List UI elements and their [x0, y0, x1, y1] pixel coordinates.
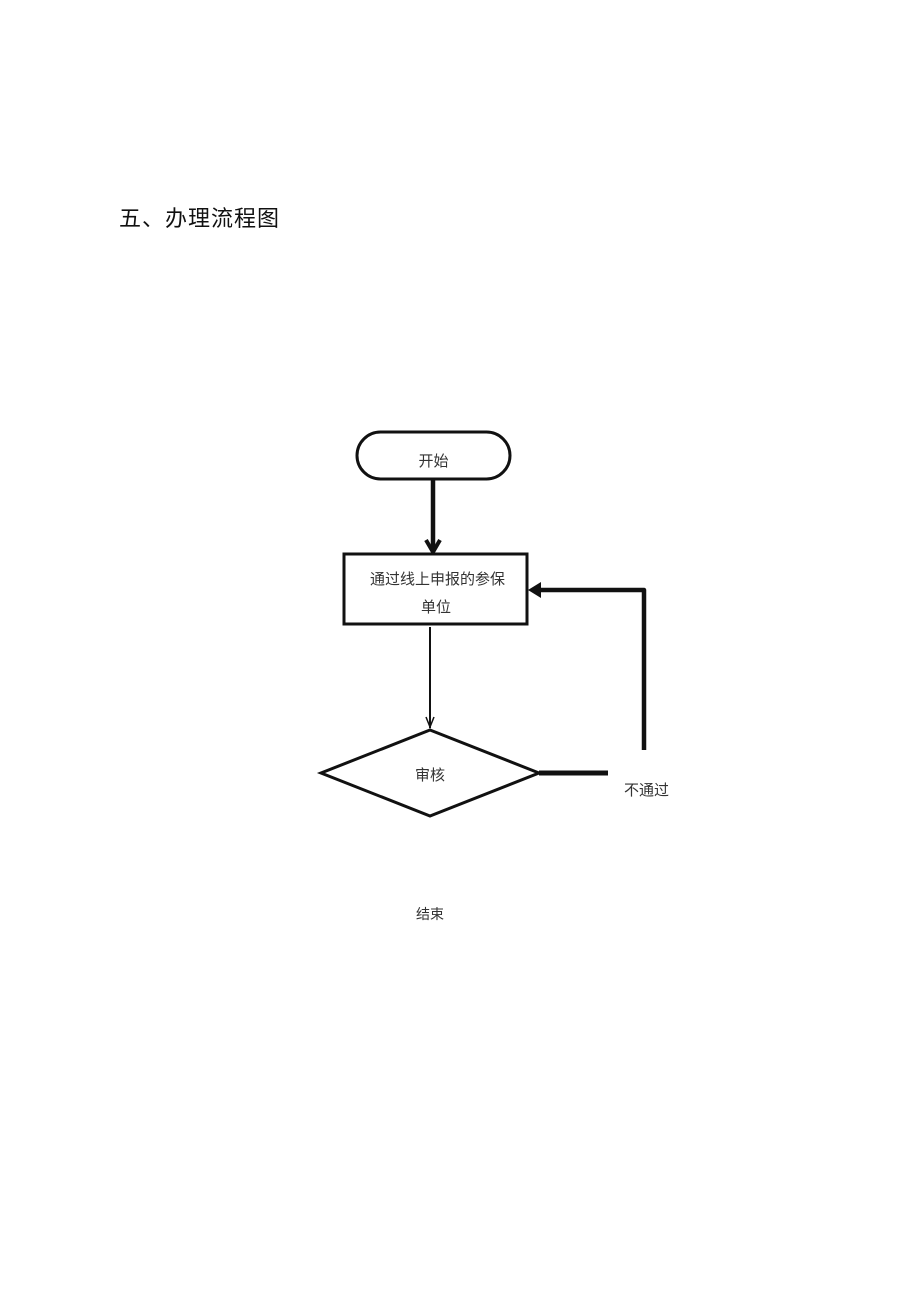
edge-start-to-submit	[424, 480, 442, 556]
submit-node-shape	[342, 552, 529, 626]
end-node-label: 结束	[416, 907, 444, 923]
review-node-shape	[316, 728, 544, 818]
edge-reject-loop	[528, 582, 647, 750]
reject-edge-label: 不通过	[624, 781, 670, 799]
submit-node-label-line1: 通过线上申报的参保	[369, 570, 505, 588]
start-node-shape	[355, 430, 512, 481]
start-node-label: 开始	[418, 452, 449, 470]
edge-submit-to-review	[425, 627, 435, 730]
submit-node-label-line2: 单位	[420, 598, 451, 616]
review-node-label: 审核	[414, 766, 445, 784]
section-heading: 五、办理流程图	[119, 207, 281, 232]
